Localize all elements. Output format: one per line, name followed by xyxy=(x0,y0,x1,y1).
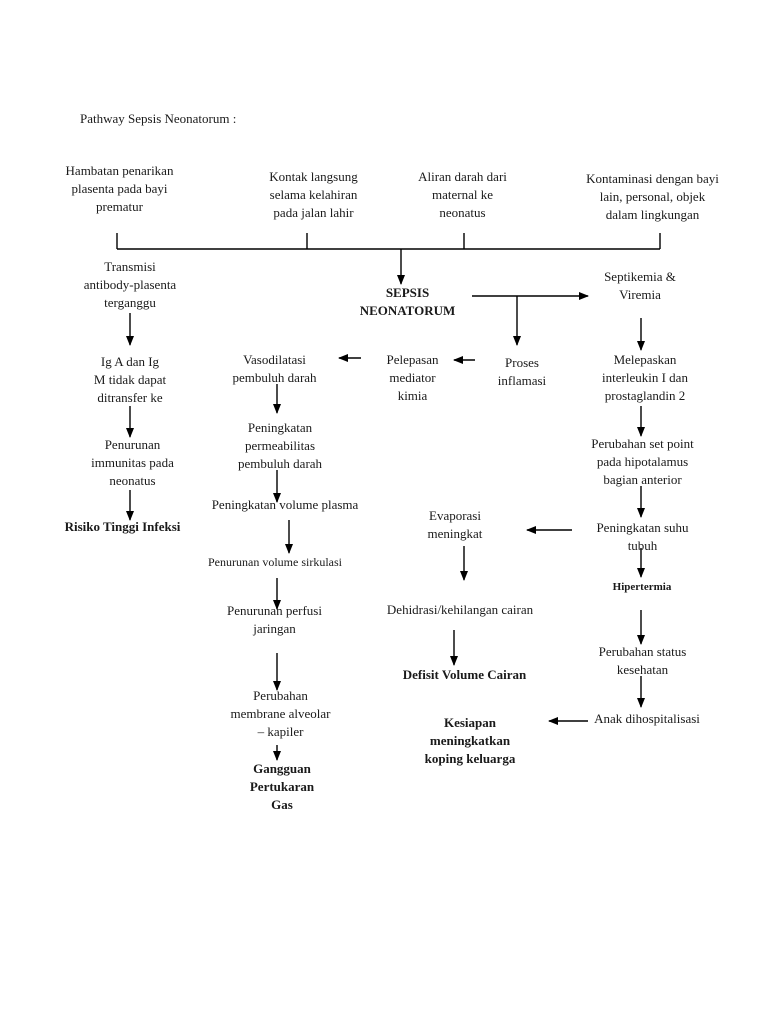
node-aliran: Aliran darah dari maternal ke neonatus xyxy=(418,169,507,220)
node-proses: Proses inflamasi xyxy=(497,355,547,388)
node-septikemia: Septikemia & Viremia xyxy=(604,269,676,302)
node-vasodilatasi: Vasodilatasi pembuluh darah xyxy=(232,352,317,385)
node-perfusi: Penurunan perfusi jaringan xyxy=(227,603,322,636)
node-risiko-infeksi: Risiko Tinggi Infeksi xyxy=(64,519,181,534)
node-perubahan-status: Perubahan status kesehatan xyxy=(598,644,687,677)
node-volume-sirkulasi: Penurunan volume sirkulasi xyxy=(208,555,342,569)
node-pelepasan: Pelepasan mediator kimia xyxy=(386,352,439,403)
node-hospitalisasi: Anak dihospitalisasi xyxy=(594,711,700,726)
node-membrane: Perubahan membrane alveolar – kapiler xyxy=(230,688,331,739)
node-penurunan-imunitas: Penurunan immunitas pada neonatus xyxy=(91,437,174,488)
node-kesiapan-koping: Kesiapan meningkatkan koping keluarga xyxy=(424,715,516,766)
node-evaporasi: Evaporasi meningkat xyxy=(427,508,483,541)
node-transmisi: Transmisi antibody-plasenta terganggu xyxy=(83,259,177,310)
node-gangguan-pertukaran-gas: Gangguan Pertukaran Gas xyxy=(249,761,315,812)
node-sepsis-neonatorum: SEPSIS NEONATORUM xyxy=(359,285,456,318)
diagram-title: Pathway Sepsis Neonatorum : xyxy=(80,111,237,126)
node-iga: Ig A dan Ig M tidak dapat ditransfer ke xyxy=(93,354,167,405)
node-volume-plasma: Peningkatan volume plasma xyxy=(211,497,359,512)
node-dehidrasi: Dehidrasi/kehilangan cairan xyxy=(386,602,534,617)
node-melepaskan: Melepaskan interleukin I dan prostagland… xyxy=(602,352,688,403)
node-permeabilitas: Peningkatan permeabilitas pembuluh darah xyxy=(237,420,323,471)
node-suhu-tubuh: Peningkatan suhu tubuh xyxy=(596,520,689,553)
node-hipertermia: Hipertermia xyxy=(612,581,672,593)
node-kontak: Kontak langsung selama kelahiran pada ja… xyxy=(269,169,358,220)
node-setpoint: Perubahan set point pada hipotalamus bag… xyxy=(591,436,694,487)
node-hambatan: Hambatan penarikan plasenta pada bayi pr… xyxy=(65,163,174,214)
node-kontaminasi: Kontaminasi dengan bayi lain, personal, … xyxy=(586,171,719,222)
node-defisit-volume: Defisit Volume Cairan xyxy=(402,667,527,682)
